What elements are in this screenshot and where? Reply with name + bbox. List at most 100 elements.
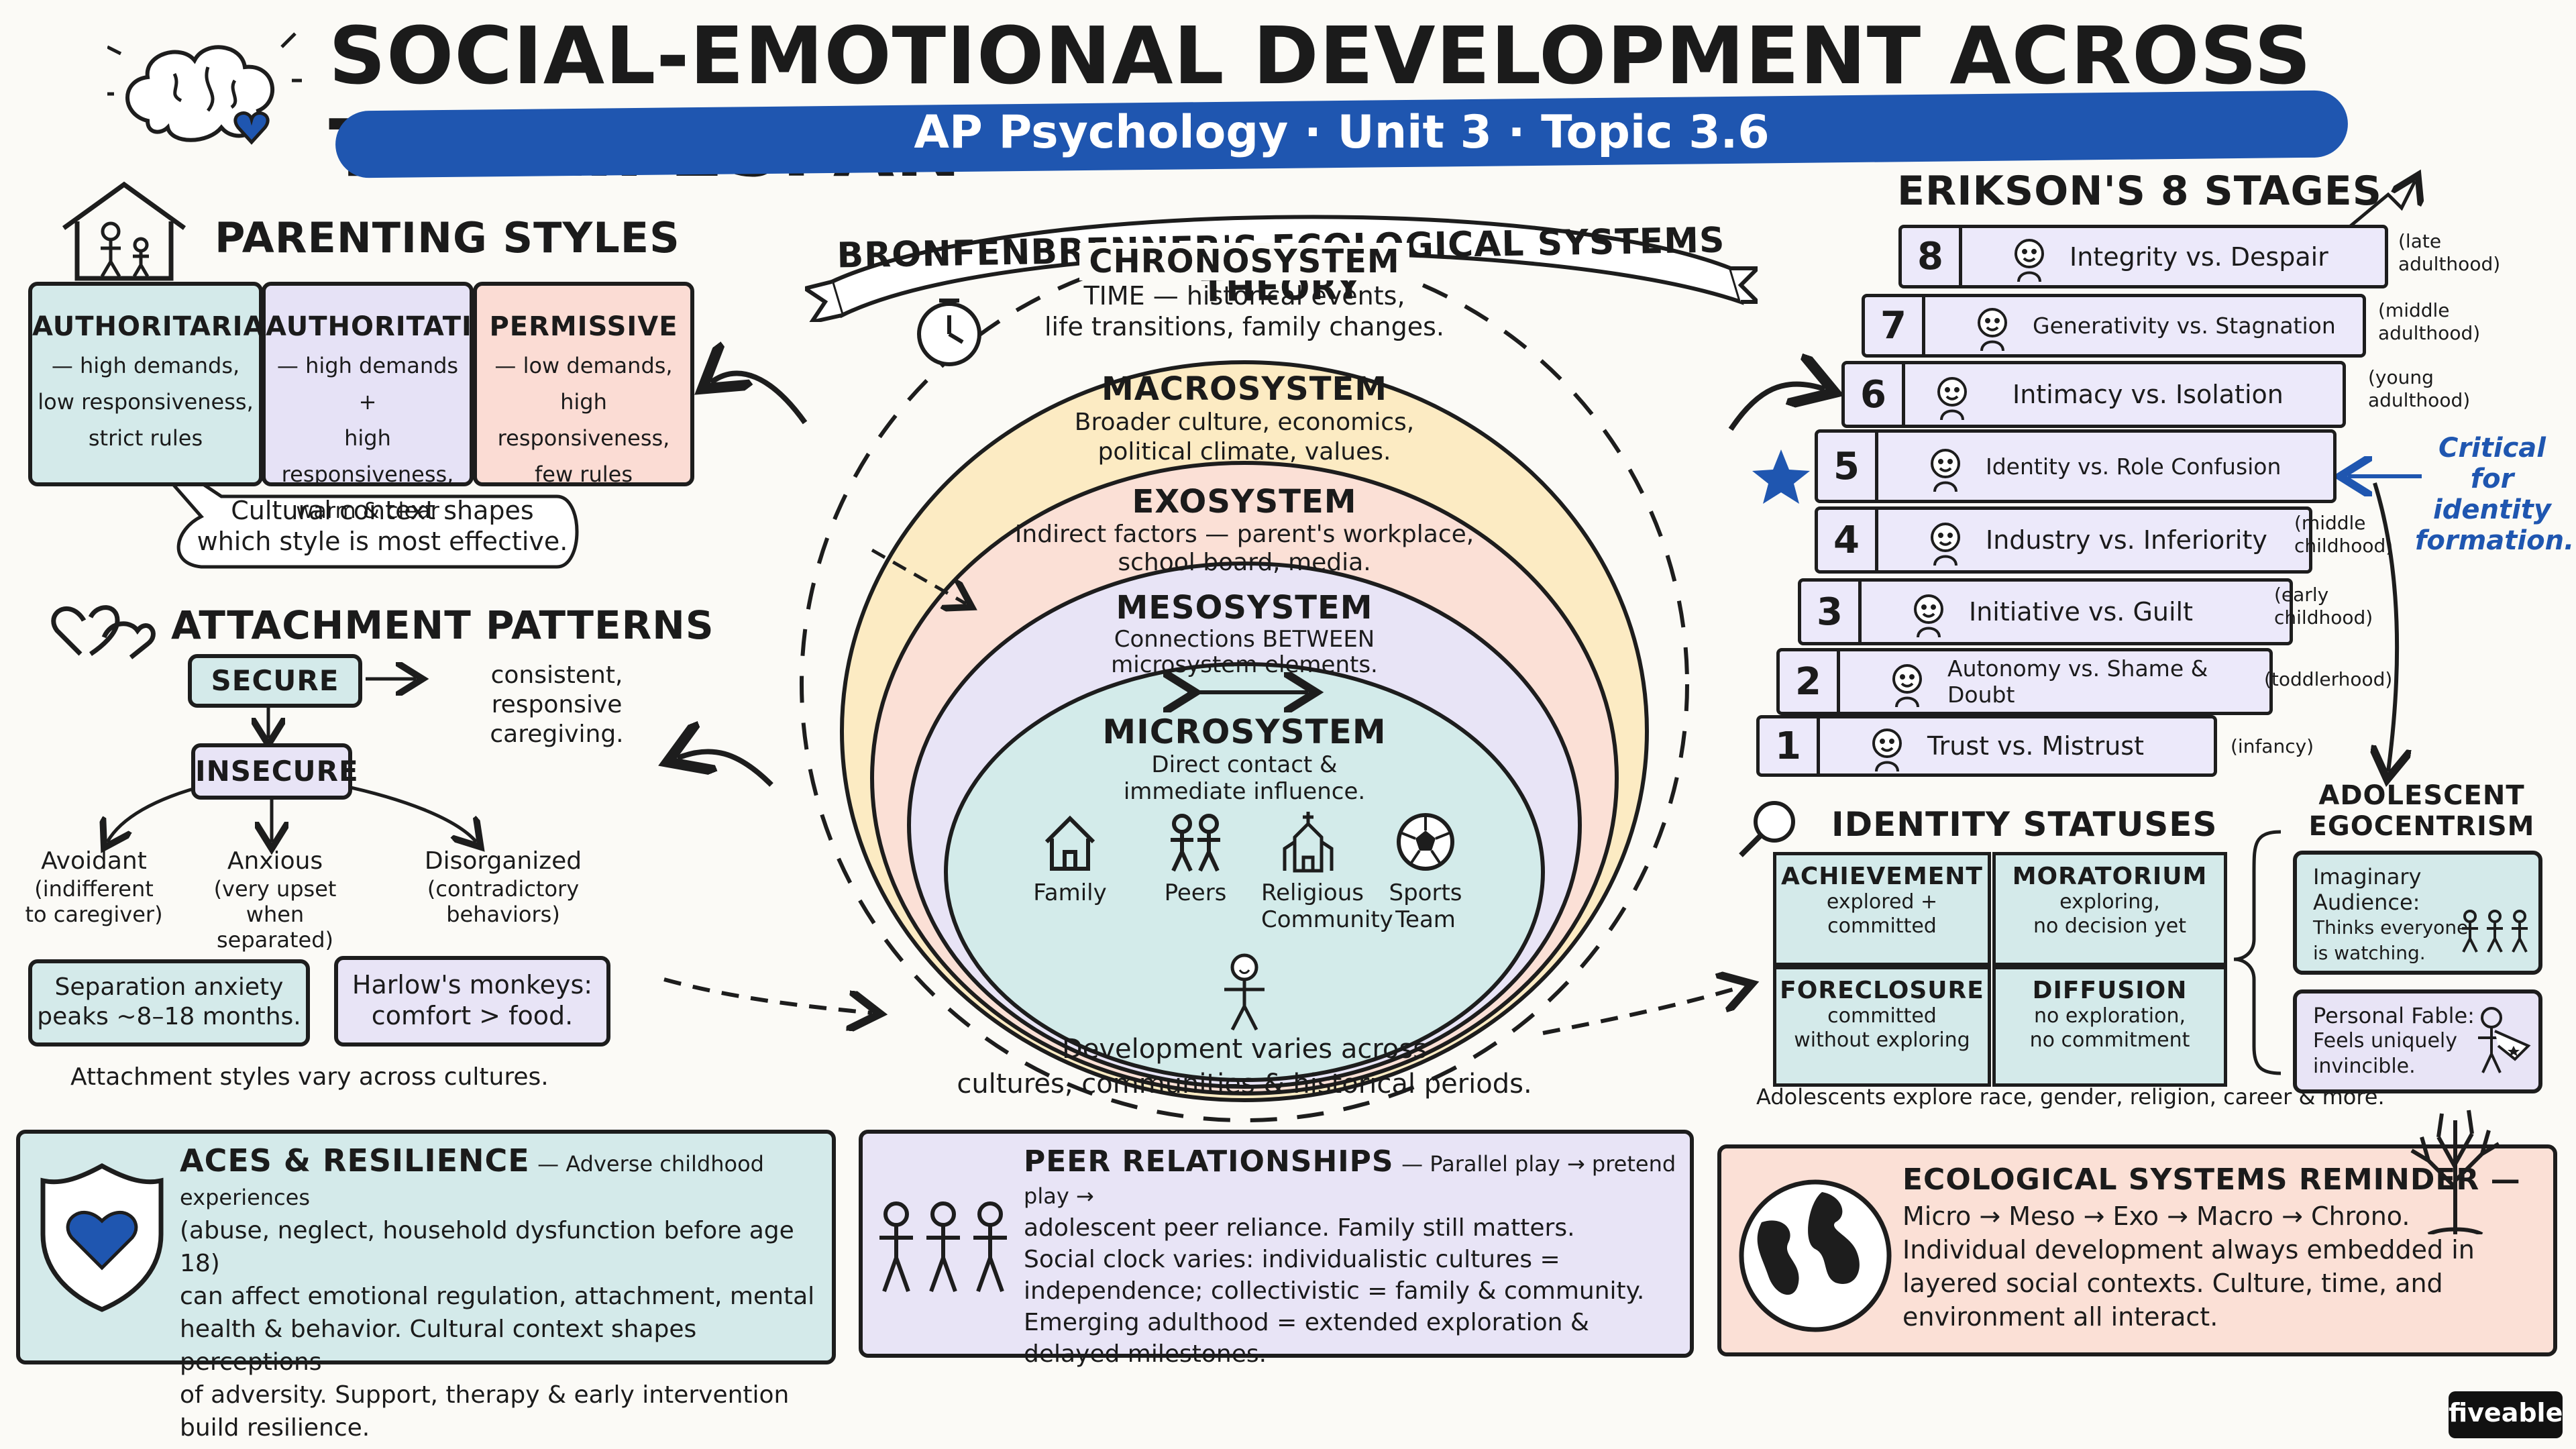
imaginary-line: Imaginary (2313, 864, 2422, 890)
identity-status-0: Achievementexplored +committed (1773, 852, 1991, 966)
secure-desc: consistent, responsive caregiving. (429, 661, 684, 749)
stage-age-note-line: adulthood) (2378, 322, 2481, 344)
stage-person-icon (1872, 729, 1902, 772)
peer-relationships-box: Peer Relationships — Parallel play → pre… (859, 1130, 1694, 1368)
identity-status-line: exploring, (2059, 890, 2160, 914)
aces-line: of adversity. Support, therapy & early i… (180, 1381, 790, 1409)
parenting-style-name: Authoritarian (32, 311, 288, 342)
star-icon (1752, 449, 1810, 504)
parenting-style-2: Permissive— low demands,high responsiven… (473, 282, 694, 487)
fiveable-logo: fiveable (2449, 1391, 2563, 1438)
attachment-type-desc: behaviors) (446, 902, 560, 927)
aces-line: health & behavior. Cultural context shap… (180, 1316, 697, 1376)
critical-note-line: formation. (2415, 525, 2575, 556)
cultural-note: Cultural context shapes which style is m… (195, 495, 570, 557)
microsystem-item-label: Family (1033, 879, 1107, 906)
stage-number: 4 (1818, 510, 1878, 570)
brain-heart-icon (107, 27, 302, 161)
parenting-style-desc: few rules (535, 462, 633, 487)
chronosystem-text: Chronosystem TIME — historical events, l… (1010, 243, 1479, 342)
fable-line: invincible. (2313, 1055, 2416, 1078)
identity-status-name: Achievement (1781, 863, 1983, 890)
microsystem-item-label: Team (1395, 906, 1456, 933)
parenting-style-name: Permissive (489, 311, 678, 342)
erikson-stage-5: 5 Identity vs. Role Confusion (1815, 429, 2337, 503)
dashed-arrow-exo (871, 548, 966, 604)
microsystem-item-label: Peers (1164, 879, 1227, 906)
superhero-icon (2478, 1007, 2531, 1073)
erikson-heading: Erikson's 8 Stages (1897, 168, 2382, 215)
attachment-type-name: Disorganized (424, 847, 582, 875)
house-icon (1044, 815, 1095, 871)
clock-icon (912, 295, 986, 369)
stage-age-note-line: adulthood) (2368, 389, 2471, 411)
peer-line: Social clock varies: individualistic cul… (1024, 1246, 1560, 1273)
stage-number: 5 (1818, 433, 1878, 500)
arrow-to-erikson (1728, 384, 1825, 431)
arrow-center-to-identity (1542, 986, 1744, 1035)
cultural-note-line: which style is most effective. (197, 527, 568, 556)
insecure-box: Insecure (191, 743, 358, 800)
identity-status-name: Moratorium (2012, 863, 2208, 890)
stage-age-note-line: (infancy) (2231, 735, 2314, 757)
chronosystem-line: life transitions, family changes. (1044, 312, 1445, 341)
macrosystem-line: Broader culture, economics, (1074, 409, 1415, 436)
identity-status-line: no commitment (2029, 1028, 2190, 1052)
parenting-style-desc: high responsiveness, (497, 389, 670, 451)
imaginary-line: is watching. (2313, 942, 2426, 964)
stage-age-note-line: adulthood) (2398, 253, 2501, 275)
mesosystem-line: microsystem elements. (1111, 651, 1378, 678)
parenting-style-desc: warm & clear (296, 498, 439, 523)
microsystem-item-1: Peers (1148, 812, 1242, 906)
bronfenbrenner-banner-shape (805, 174, 1758, 322)
identity-heading: Identity Statuses (1831, 805, 2218, 844)
exosystem-name: Exosystem (1132, 483, 1357, 521)
stage-label: Identity vs. Role Confusion (1986, 453, 2282, 480)
microsystem-item-label: Community (1261, 906, 1393, 933)
shield-heart-icon (40, 1163, 164, 1312)
parenting-style-0: Authoritarian— high demands,low responsi… (28, 282, 288, 486)
fiveable-logo-text: fiveable (2449, 1398, 2563, 1428)
mesosystem-name: Mesosystem (1116, 589, 1373, 627)
ecological-reminder-box: Ecological Systems Reminder — Micro → Me… (1717, 1144, 2557, 1356)
stage-person-icon (1931, 523, 1960, 566)
attachment-type-desc: (indifferent (34, 876, 154, 902)
identity-status-line: no decision yet (2033, 914, 2187, 938)
fact-line: Harlow's monkeys: (352, 970, 593, 1000)
peer-text: Peer Relationships — Parallel play → pre… (1024, 1146, 1688, 1370)
parenting-style-desc: — high demands + (276, 353, 459, 415)
aces-line: (abuse, neglect, household dysfunction b… (180, 1217, 794, 1277)
stage-age-note-line: (early (2274, 584, 2329, 606)
exosystem-line: Indirect factors — parent's workplace, (1014, 521, 1474, 548)
imaginary-audience-box: Imaginary Audience: Thinks everyone is w… (2293, 851, 2542, 975)
fact-line: peaks ~8–18 months. (37, 1003, 301, 1030)
egocentrism-heading: Adolescent Egocentrism (2281, 780, 2563, 842)
identity-status-line: committed (1827, 1004, 1937, 1028)
stage-number: 2 (1780, 651, 1840, 712)
fact-line: comfort > food. (371, 1001, 574, 1030)
exosystem-line: school board, media. (1118, 549, 1371, 576)
fact-line: Separation anxiety (54, 973, 284, 1001)
arrow-to-parenting (711, 374, 808, 425)
audience-figures-icon (2462, 910, 2528, 953)
attachment-footer: Attachment styles vary across cultures. (70, 1063, 549, 1091)
microsystem-name: Microsystem (1102, 712, 1387, 751)
bronfenbrenner-footer-line: Development varies across (1061, 1034, 1428, 1065)
globe-icon (1739, 1179, 1892, 1332)
microsystem-text: Microsystem Direct contact & immediate i… (1010, 712, 1479, 805)
peer-line: — Parallel play → pretend play → (1024, 1151, 1676, 1209)
peer-line: independence; collectivistic = family & … (1024, 1277, 1645, 1305)
parenting-style-desc: high responsiveness, (281, 425, 454, 487)
macrosystem-line: political climate, values. (1097, 438, 1391, 466)
microsystem-item-label: Sports (1389, 879, 1462, 906)
bronfenbrenner-footer: Development varies across cultures, comm… (872, 1032, 1617, 1102)
stage-person-icon (1937, 377, 1967, 421)
